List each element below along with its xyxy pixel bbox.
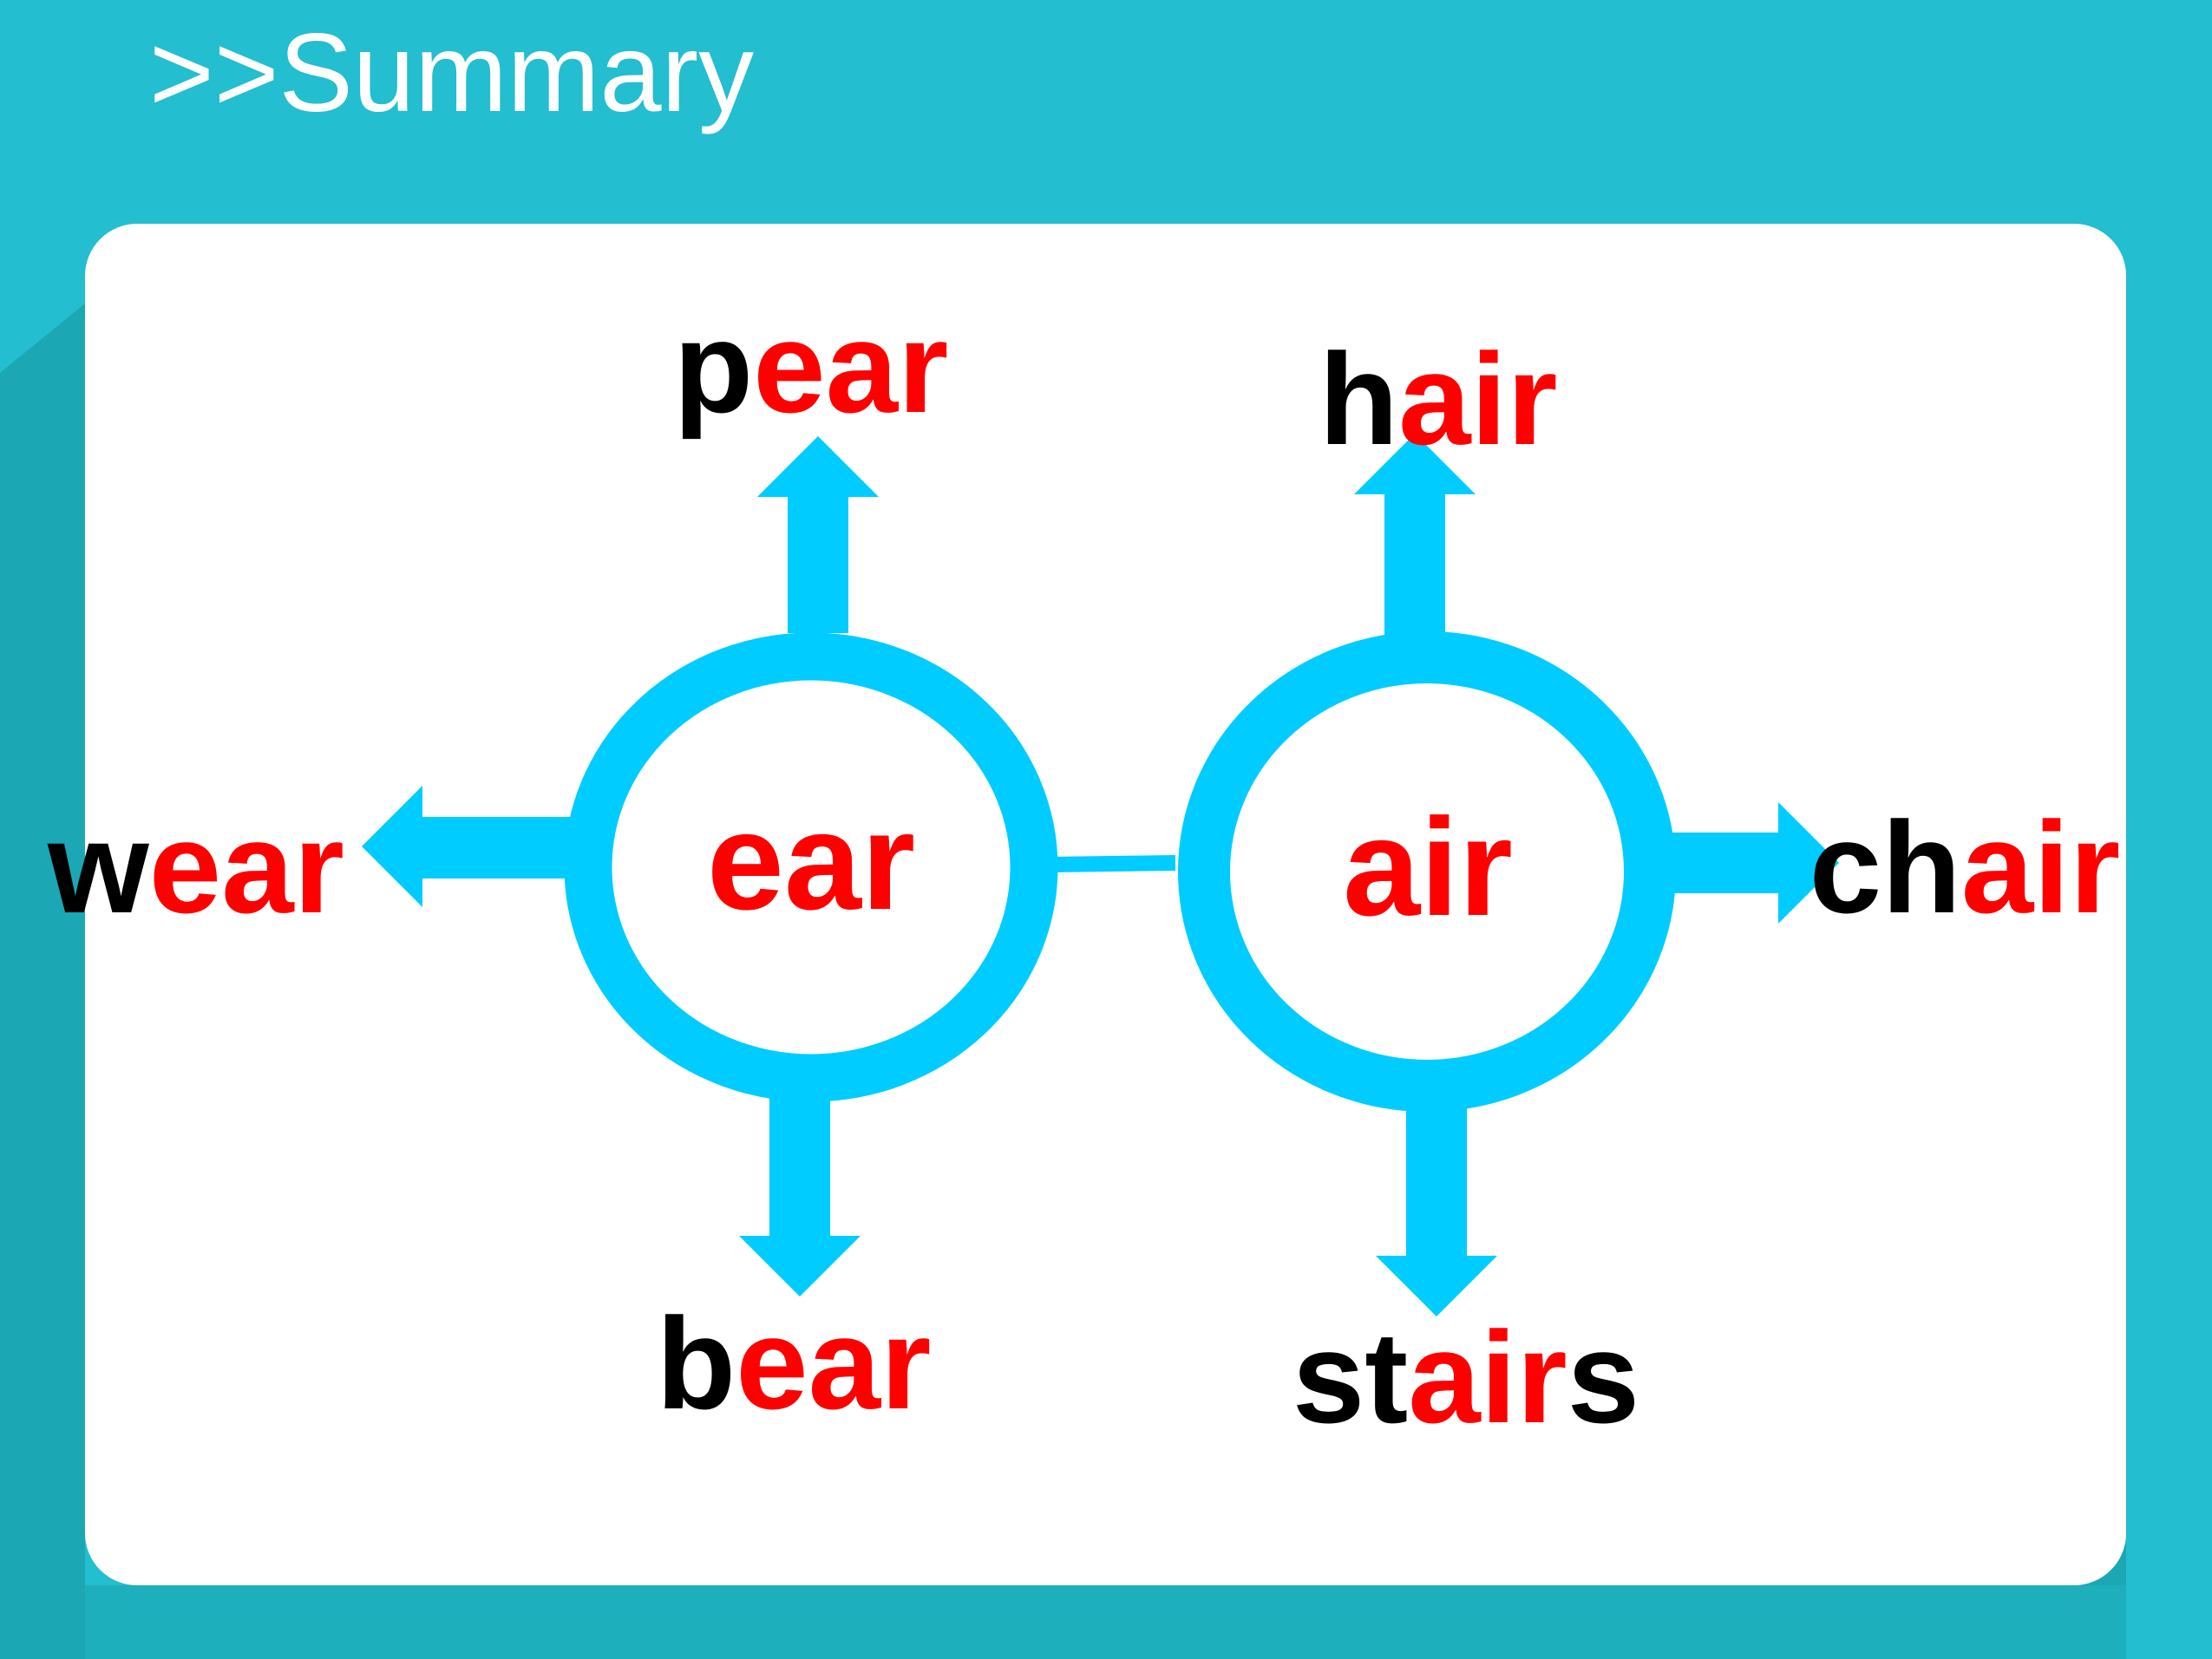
word-highlight: air xyxy=(1408,1304,1567,1450)
word-wear: wear xyxy=(48,802,344,932)
arrow-up-hair xyxy=(1354,434,1476,642)
arrow-down-bear xyxy=(739,1097,861,1297)
hub-ring-ear xyxy=(564,632,1058,1102)
page-title: >>Summary xyxy=(149,11,755,135)
arrow-up-pear xyxy=(757,436,879,633)
word-chair: chair xyxy=(1810,802,2121,932)
word-pear: pear xyxy=(674,302,949,432)
arrow-down-stairs xyxy=(1376,1106,1497,1316)
word-suffix: s xyxy=(1567,1304,1640,1450)
word-highlight: ear xyxy=(753,294,949,440)
word-highlight: air xyxy=(1398,326,1558,472)
hub-ring-air xyxy=(1178,631,1676,1112)
word-highlight: ear xyxy=(736,1290,932,1436)
word-prefix: w xyxy=(48,794,149,940)
hub-label-ear: ear xyxy=(706,783,916,938)
word-bear: bear xyxy=(657,1298,932,1428)
word-stairs: stairs xyxy=(1293,1312,1639,1442)
arrow-left-wear xyxy=(362,786,573,907)
word-prefix: p xyxy=(673,294,754,440)
arrow-right-chair xyxy=(1667,802,1839,924)
word-hair: hair xyxy=(1319,334,1557,464)
hub-label-air: air xyxy=(1343,789,1513,944)
word-prefix: ch xyxy=(1809,794,1961,940)
word-highlight: ear xyxy=(148,794,344,940)
word-prefix: h xyxy=(1319,326,1399,472)
word-highlight: air xyxy=(1960,794,2121,940)
word-prefix: st xyxy=(1292,1304,1409,1450)
word-prefix: b xyxy=(656,1290,736,1436)
hub-connector xyxy=(1049,855,1176,872)
